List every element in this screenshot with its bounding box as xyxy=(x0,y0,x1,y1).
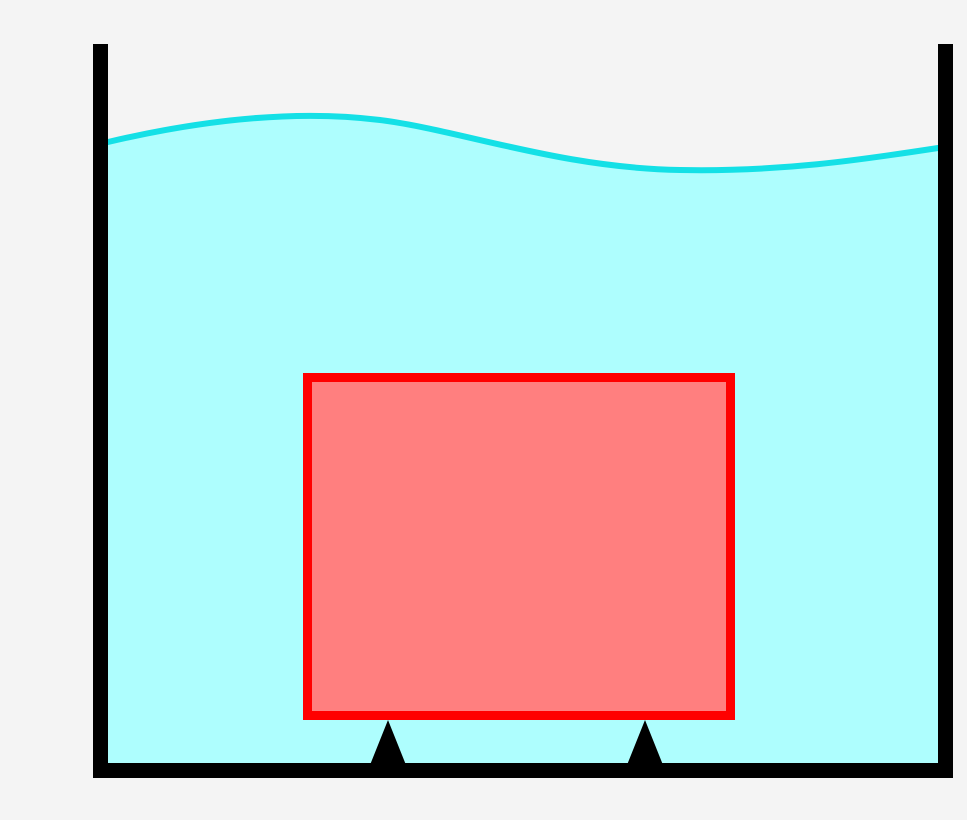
submerged-block xyxy=(303,373,735,720)
left-support-icon xyxy=(370,720,406,765)
tank-left-wall xyxy=(93,44,108,778)
tank-bottom xyxy=(93,763,953,778)
tank-right-wall xyxy=(938,44,953,778)
block-supports xyxy=(370,720,663,765)
water-surface-line xyxy=(105,112,941,174)
right-support-icon xyxy=(627,720,663,765)
tank-container xyxy=(93,44,953,778)
